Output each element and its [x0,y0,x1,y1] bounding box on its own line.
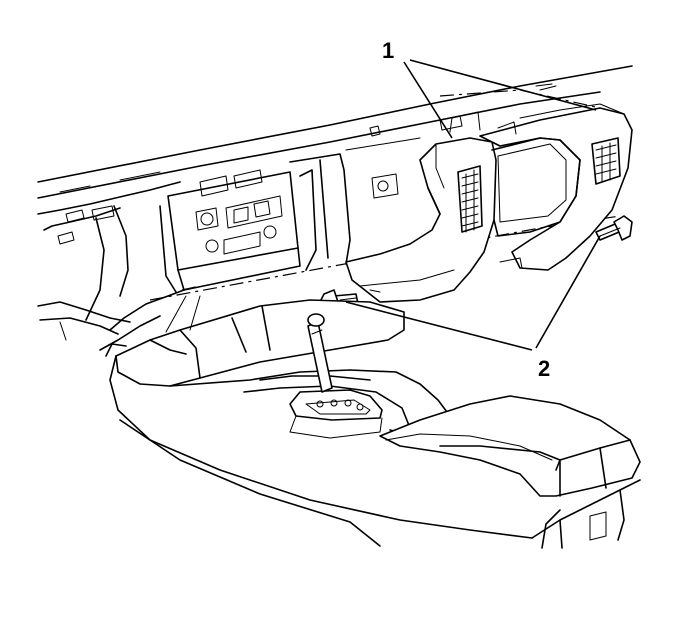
callout-2-label: 2 [538,356,550,381]
console-trim-panel-left [345,137,497,303]
callout-1-leader-b [409,59,597,111]
radio-center-stack [159,169,301,293]
callout-1-leader-a [403,61,453,139]
callout-2-leader-b [345,301,533,351]
instrument-panel-top [37,65,633,199]
console-trim-panel-right [449,103,633,271]
callout-2-leader-a [535,235,601,349]
callout-2: 2 [345,235,601,381]
callout-1-label: 1 [382,38,394,63]
shift-lever [307,313,333,393]
callout-1: 1 [382,38,597,139]
dash-left-structure [37,181,185,357]
floor-console [109,295,641,549]
